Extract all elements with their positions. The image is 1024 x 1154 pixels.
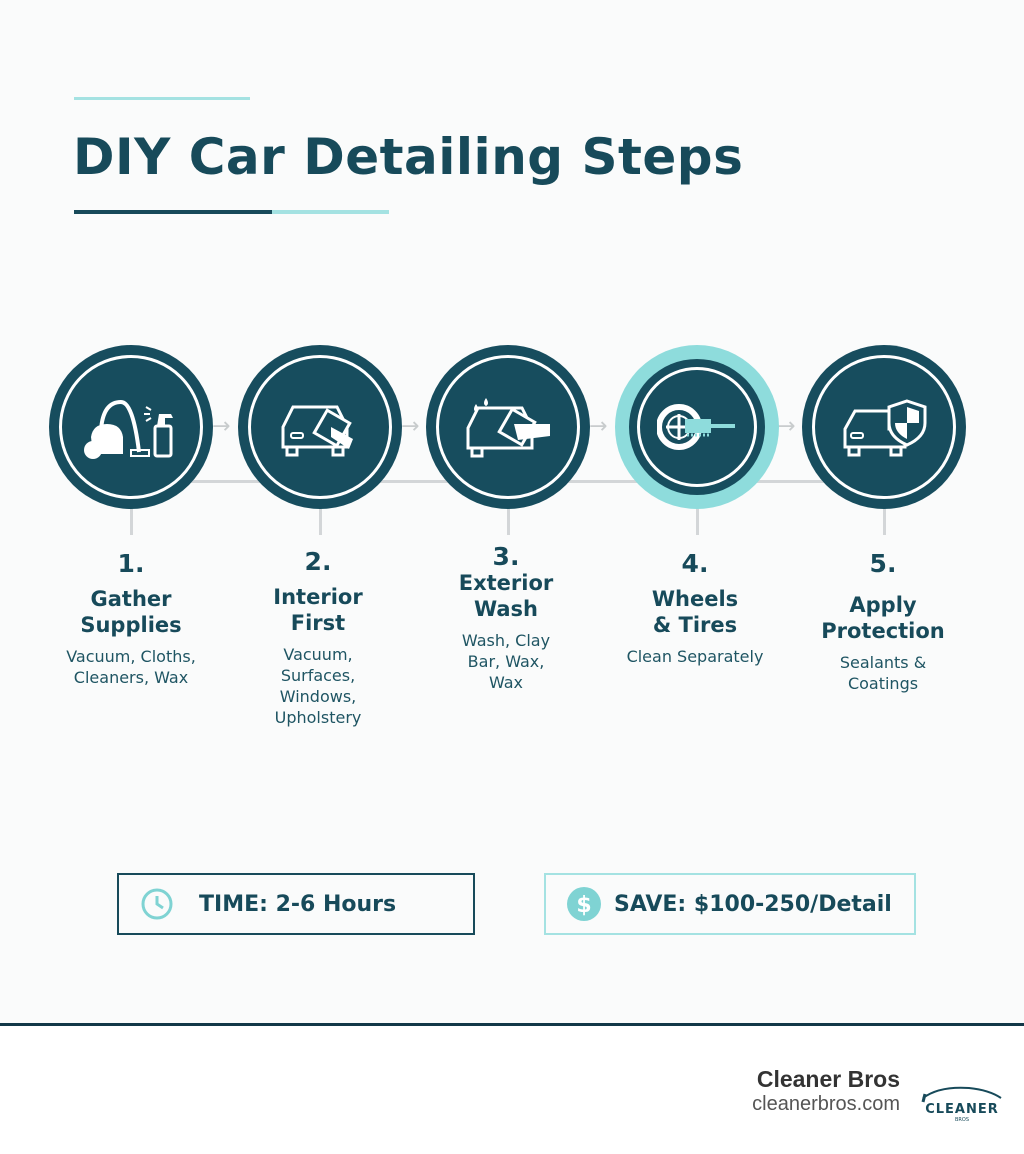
dollar-icon: $ bbox=[566, 886, 602, 922]
connector bbox=[319, 505, 322, 535]
step-title: First bbox=[290, 611, 346, 635]
step-3-circle bbox=[426, 345, 590, 509]
brand-logo: CLEANER BROS bbox=[918, 1084, 1006, 1123]
save-box: $ SAVE: $100-250/Detail bbox=[544, 873, 916, 935]
step-number: 2. bbox=[304, 547, 332, 576]
step-4-circle bbox=[629, 359, 765, 495]
connector bbox=[130, 505, 133, 535]
step-1-circle bbox=[49, 345, 213, 509]
step-desc: Windows, bbox=[279, 687, 357, 706]
car-shield-icon bbox=[843, 399, 927, 457]
step-desc: Cleaners, Wax bbox=[73, 668, 189, 687]
step-title: Wheels bbox=[651, 587, 739, 611]
brand-block: Cleaner Bros cleanerbros.com bbox=[752, 1066, 900, 1116]
step-title: Apply bbox=[849, 593, 917, 617]
step-desc: Wax bbox=[488, 673, 524, 692]
step-desc: Vacuum, bbox=[283, 645, 353, 664]
arrow-right-icon: → bbox=[589, 414, 608, 439]
step-desc: Wash, Clay bbox=[461, 631, 551, 650]
step-number: 1. bbox=[117, 549, 145, 578]
step-desc: Bar, Wax, bbox=[467, 652, 545, 671]
connector bbox=[507, 505, 510, 535]
connector bbox=[883, 505, 886, 535]
step-desc: Clean Separately bbox=[626, 647, 764, 666]
time-label: TIME: 2-6 Hours bbox=[199, 891, 397, 917]
arrow-right-icon: → bbox=[212, 414, 231, 439]
step-desc: Coatings bbox=[847, 674, 919, 693]
brand-name: Cleaner Bros bbox=[756, 1066, 900, 1092]
connector bbox=[696, 505, 699, 535]
step-title: Supplies bbox=[80, 613, 182, 637]
wheel-brush-icon bbox=[657, 404, 735, 450]
car-wash-icon bbox=[466, 398, 550, 458]
title-underline bbox=[74, 210, 272, 214]
step-desc: Upholstery bbox=[274, 708, 362, 727]
svg-text:$: $ bbox=[576, 893, 591, 918]
step-desc: Sealants & bbox=[839, 653, 927, 672]
step-number: 4. bbox=[681, 549, 709, 578]
page-title: DIY Car Detailing Steps bbox=[73, 128, 744, 186]
step-2-circle bbox=[238, 345, 402, 509]
step-5-circle bbox=[802, 345, 966, 509]
step-number: 5. bbox=[869, 549, 897, 578]
arrow-right-icon: → bbox=[401, 414, 420, 439]
brand-url[interactable]: cleanerbros.com bbox=[752, 1093, 900, 1115]
save-label: SAVE: $100-250/Detail bbox=[614, 891, 892, 917]
step-title: Protection bbox=[821, 619, 945, 643]
step-4: 4. Wheels& Tires Clean Separately bbox=[600, 549, 790, 667]
clock-icon bbox=[139, 886, 175, 922]
step-title: & Tires bbox=[652, 613, 738, 637]
step-desc: Surfaces, bbox=[280, 666, 356, 685]
title-accent-line bbox=[74, 97, 250, 100]
step-title: Gather bbox=[90, 587, 172, 611]
step-title: Wash bbox=[473, 597, 539, 621]
vacuum-spray-icon bbox=[84, 399, 173, 459]
step-number: 3. bbox=[492, 542, 520, 571]
step-desc: Vacuum, Cloths, bbox=[66, 647, 196, 666]
footer bbox=[0, 1026, 1024, 1154]
step-title: Exterior bbox=[458, 571, 554, 595]
step-title: Interior bbox=[273, 585, 363, 609]
arrow-right-icon: → bbox=[777, 414, 796, 439]
footer-divider bbox=[0, 1023, 1024, 1026]
car-wipe-icon bbox=[281, 405, 353, 457]
time-box: TIME: 2-6 Hours bbox=[117, 873, 475, 935]
title-underline-accent bbox=[272, 210, 389, 214]
